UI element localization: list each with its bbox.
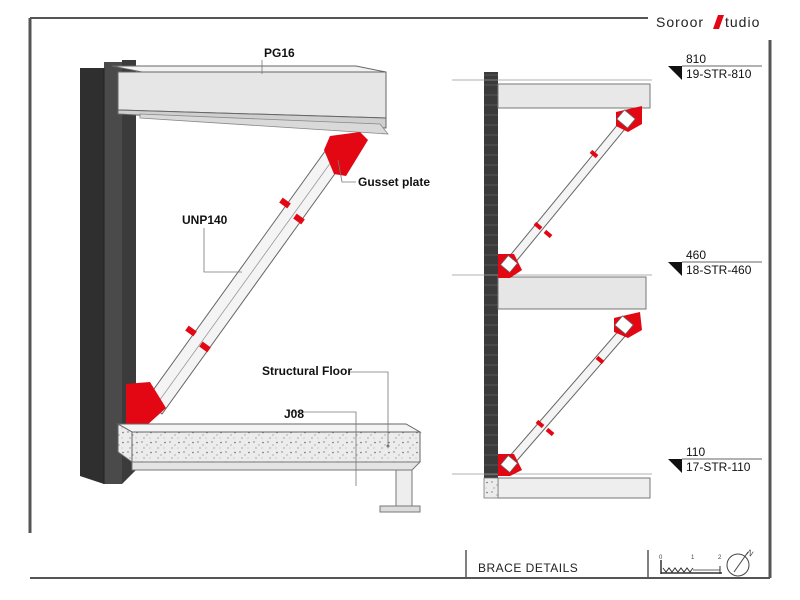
scale-tick-2: 2 [718,555,722,561]
level-810-tag: 19-STR-810 [686,67,752,81]
leader-lines [203,60,389,486]
drawing-title: BRACE DETAILS [478,561,578,575]
elevation-slab-edge [483,477,499,499]
north-letter: N [745,548,755,559]
gusset-plate-top [324,132,368,176]
scale-tick-1: 1 [691,555,695,561]
beam-pg16 [111,65,389,135]
level-460-tag: 18-STR-460 [686,263,752,277]
sheet-frame [28,17,772,579]
isometric-view: PG16 Gusset plate UNP140 Structural Floo… [80,46,430,513]
scale-bar: 0 1 2 [659,555,722,574]
level-810-elevation: 810 [686,52,706,66]
brand-left: Soroor [656,14,704,30]
level-lines [452,79,652,475]
elevation-brace-upper [498,106,642,278]
scale-tick-0: 0 [659,555,663,561]
elevation-column [484,72,498,498]
label-beam: PG16 [264,46,295,60]
level-marker-810: 810 19-STR-810 [668,52,762,81]
elevation-beam-810 [497,83,651,109]
joist-j08 [131,461,422,513]
level-110-tag: 17-STR-110 [686,460,751,474]
elevation-view: 810 19-STR-810 460 18-STR-460 110 17-STR… [452,52,762,499]
elevation-brace-lower [498,312,642,476]
label-gusset: Gusset plate [358,175,430,189]
leader-dot [386,444,390,448]
gusset-plate-bottom [126,382,166,426]
elevation-beam-110 [497,477,651,499]
brand-right: tudio [725,14,760,30]
elevation-beam-460 [497,276,647,310]
brand-slash-icon [713,15,724,29]
label-brace: UNP140 [182,213,228,227]
north-arrow-icon: N [726,548,755,577]
level-110-elevation: 110 [686,445,705,459]
level-marker-460: 460 18-STR-460 [668,248,762,277]
steel-column [80,60,136,484]
level-460-elevation: 460 [686,248,706,262]
brand-logo: Soroor tudio [656,14,760,30]
label-joist: J08 [284,407,304,421]
level-marker-110: 110 17-STR-110 [668,445,762,474]
label-floor: Structural Floor [262,364,352,378]
structural-floor [116,423,422,463]
